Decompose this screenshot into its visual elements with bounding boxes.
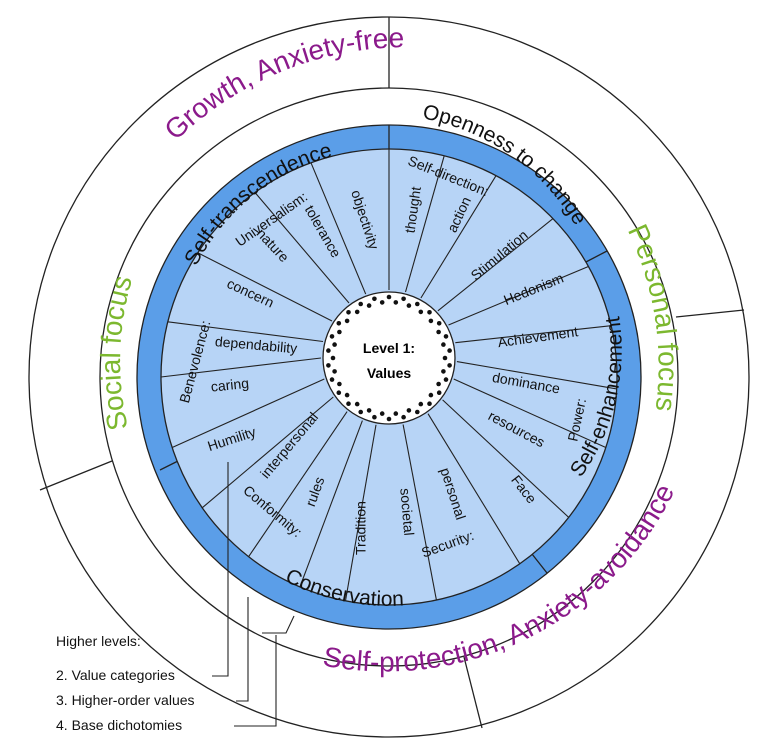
center-dot [436,329,441,335]
center-line2: Values [367,365,412,381]
center-dot [344,392,350,398]
center-dots [326,294,452,422]
center-dot [393,300,399,305]
center-dot [337,329,342,335]
center-dot [386,416,392,422]
value-spoke [167,321,324,343]
center-dot [428,392,434,398]
center-dot [330,355,336,361]
dichotomy-dividers [39,17,745,729]
value-label: caring [210,375,250,395]
center-dot [358,301,364,307]
center-dot [406,303,412,308]
center-dot [447,348,452,353]
value-spoke [448,265,589,326]
value-spoke [299,420,363,588]
value-spoke [437,218,554,312]
center-dot [436,390,442,396]
value-label: societal [397,488,417,537]
center-dot [393,411,399,416]
center-dot [436,321,442,326]
value-spoke [402,424,437,601]
value-spoke [344,424,377,601]
center-dot [427,401,432,407]
center-dot [354,309,360,315]
legend-item-3: 3. Higher-order values [56,692,195,708]
center-circle [322,291,456,425]
center-dot [326,363,331,368]
center-dot [427,310,432,315]
value-spoke [310,162,367,295]
center-dot [366,303,372,308]
value-spoke [442,399,570,518]
legend-leader-lines [212,462,295,727]
value-spoke [420,175,497,299]
center-dot [336,321,342,326]
value-spoke [453,378,607,449]
value-spoke [171,378,325,449]
center-dot [401,414,406,420]
legend-item-4: 4. Base dichotomies [56,717,182,733]
value-label: dependability [214,333,298,356]
value-spoke [160,357,322,378]
center-dot [443,377,449,382]
center-dot [346,310,351,315]
center-dot [418,309,424,315]
value-spoke [456,361,617,390]
center-dot [372,296,377,302]
center-dot [401,296,406,302]
center-dot [441,369,446,374]
center-dot [332,369,337,374]
value-spoke [455,325,612,344]
center-dot [441,342,446,347]
center-line1: Level 1: [363,340,415,356]
center-dot [326,348,331,353]
center-dot [379,411,385,416]
value-label: Tradition [353,501,369,555]
legend-item-2: 2. Value categories [56,667,175,683]
center-dot [329,377,335,382]
center-dot [386,294,392,300]
center-dot [406,408,412,413]
value-spoke [427,413,521,565]
center-dot [436,381,441,387]
center-dot [332,342,337,347]
center-dot [415,409,420,415]
center-dot [447,363,452,368]
value-spoke [197,252,333,322]
center-dot [443,334,449,339]
center-dot [379,300,385,305]
value-label: thought [402,185,424,234]
center-dot [415,301,420,307]
center-dot [336,390,342,396]
value-spoke [248,411,348,558]
legend-title: Higher levels: [56,633,141,649]
center-dot [442,355,448,361]
value-spoke [254,192,350,304]
center-dot [372,414,377,420]
value-spokes [160,149,617,601]
center-dot [337,381,342,387]
value-spoke [201,396,334,509]
center-dot [329,334,335,339]
center-dot [344,318,350,324]
value-spoke [404,155,445,293]
center-dot [358,409,364,415]
center-dot [428,318,434,324]
center-dot [354,401,360,407]
center-dot [346,401,351,407]
center-dot [366,408,372,413]
center-dot [418,401,424,407]
